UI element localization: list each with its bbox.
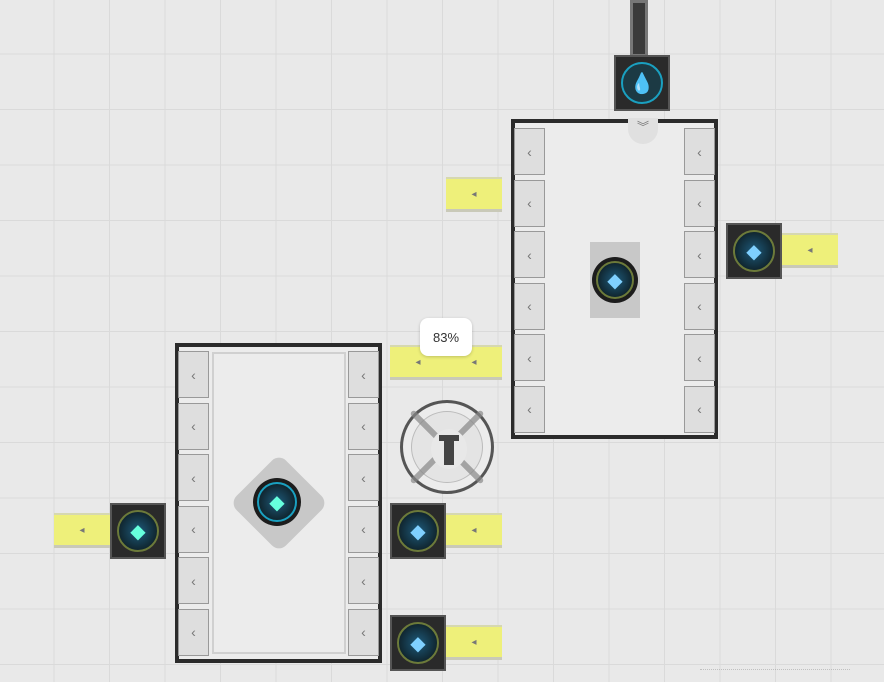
belt-arrow-icon: ◂ <box>471 188 477 200</box>
slot-arrow-icon: ‹ <box>191 521 196 537</box>
machine-slot[interactable]: ‹ <box>178 351 209 398</box>
machine-slot[interactable]: ‹ <box>684 282 715 330</box>
belt-arrow-icon: ◂ <box>415 356 421 368</box>
slot-arrow-icon: ‹ <box>527 195 532 211</box>
machine-slot[interactable]: ‹ <box>514 128 545 175</box>
machine-slot[interactable]: ‹ <box>684 128 715 175</box>
item-node[interactable]: ◆ <box>390 503 446 559</box>
machine-slot[interactable]: ‹ <box>348 608 379 656</box>
item-node[interactable]: ◆ <box>390 615 446 671</box>
progress-label: 83% <box>432 329 460 345</box>
belt-arrow-icon: ◂ <box>471 636 477 648</box>
crystal-item-icon: ◆ <box>397 510 439 552</box>
machine-slot[interactable]: ‹ <box>178 454 209 501</box>
machine-slot[interactable]: ‹ <box>348 505 379 553</box>
slot-arrow-icon: ‹ <box>527 401 532 417</box>
slot-arrow-icon: ‹ <box>697 298 702 314</box>
slot-arrow-icon: ‹ <box>361 418 366 434</box>
watermark-logo <box>700 632 850 670</box>
machine-slot[interactable]: ‹ <box>514 385 545 433</box>
slot-arrow-icon: ‹ <box>527 143 532 160</box>
slot-arrow-icon: ‹ <box>527 298 532 314</box>
crystal-item-icon: ◆ <box>257 482 297 522</box>
machine-slot[interactable]: ‹ <box>348 351 379 398</box>
item-node[interactable]: ◆ <box>726 223 782 279</box>
slot-arrow-icon: ‹ <box>697 143 702 160</box>
conveyor-belt[interactable]: ◂ <box>54 513 110 548</box>
machine-slot[interactable]: ‹ <box>684 179 715 227</box>
machine-left-inner-frame <box>212 352 346 654</box>
belt-arrow-icon: ◂ <box>471 356 477 368</box>
conveyor-belt[interactable]: ◂ <box>782 233 838 268</box>
machine-slot[interactable]: ‹ <box>684 334 715 381</box>
slot-arrow-icon: ‹ <box>191 469 196 486</box>
machine-left-product-item[interactable]: ◆ <box>253 478 301 526</box>
slot-arrow-icon: ‹ <box>361 624 366 640</box>
slot-arrow-icon: ‹ <box>697 195 702 211</box>
progress-tooltip: 83% <box>420 318 472 356</box>
water-source-node[interactable]: 💧 <box>614 55 670 111</box>
slot-arrow-icon: ‹ <box>361 469 366 486</box>
machine-slot[interactable]: ‹ <box>348 454 379 501</box>
slot-arrow-icon: ‹ <box>697 349 702 366</box>
machine-slot[interactable]: ‹ <box>514 179 545 227</box>
slot-arrow-icon: ‹ <box>361 366 366 383</box>
machine-slot[interactable]: ‹ <box>348 402 379 450</box>
belt-arrow-icon: ◂ <box>807 244 813 256</box>
water-drop-icon: 💧 <box>621 62 663 104</box>
crystal-item-icon: ◆ <box>117 510 159 552</box>
machine-left[interactable] <box>175 343 382 663</box>
machine-right-product[interactable]: ◆ <box>590 242 640 318</box>
tool-station[interactable] <box>400 400 494 494</box>
slot-arrow-icon: ‹ <box>527 349 532 366</box>
machine-slot[interactable]: ‹ <box>514 231 545 278</box>
machine-slot[interactable]: ‹ <box>178 402 209 450</box>
slot-arrow-icon: ‹ <box>697 401 702 417</box>
tool-handle <box>439 435 459 441</box>
machine-slot[interactable]: ‹ <box>348 557 379 604</box>
machine-slot[interactable]: ‹ <box>684 231 715 278</box>
item-node[interactable]: ◆ <box>110 503 166 559</box>
machine-slot[interactable]: ‹ <box>684 385 715 433</box>
chevron-down-icon: ︾ <box>628 118 658 144</box>
slot-arrow-icon: ‹ <box>697 246 702 263</box>
slot-arrow-icon: ‹ <box>191 572 196 589</box>
belt-arrow-icon: ◂ <box>79 524 85 536</box>
machine-slot[interactable]: ‹ <box>514 334 545 381</box>
machine-slot[interactable]: ‹ <box>178 557 209 604</box>
crystal-item-icon: ◆ <box>596 261 634 299</box>
slot-arrow-icon: ‹ <box>527 246 532 263</box>
crystal-item-icon: ◆ <box>733 230 775 272</box>
slot-arrow-icon: ‹ <box>191 366 196 383</box>
slot-arrow-icon: ‹ <box>191 624 196 640</box>
tool-body <box>444 441 454 465</box>
crystal-item-icon: ◆ <box>397 622 439 664</box>
conveyor-belt[interactable]: ◂ <box>446 513 502 548</box>
input-conveyor <box>630 0 648 57</box>
machine-slot[interactable]: ‹ <box>178 608 209 656</box>
slot-arrow-icon: ‹ <box>361 521 366 537</box>
machine-slot[interactable]: ‹ <box>178 505 209 553</box>
conveyor-belt[interactable]: ◂ <box>446 625 502 660</box>
belt-arrow-icon: ◂ <box>471 524 477 536</box>
slot-arrow-icon: ‹ <box>361 572 366 589</box>
machine-slot[interactable]: ‹ <box>514 282 545 330</box>
slot-arrow-icon: ‹ <box>191 418 196 434</box>
conveyor-belt[interactable]: ◂ <box>446 177 502 212</box>
